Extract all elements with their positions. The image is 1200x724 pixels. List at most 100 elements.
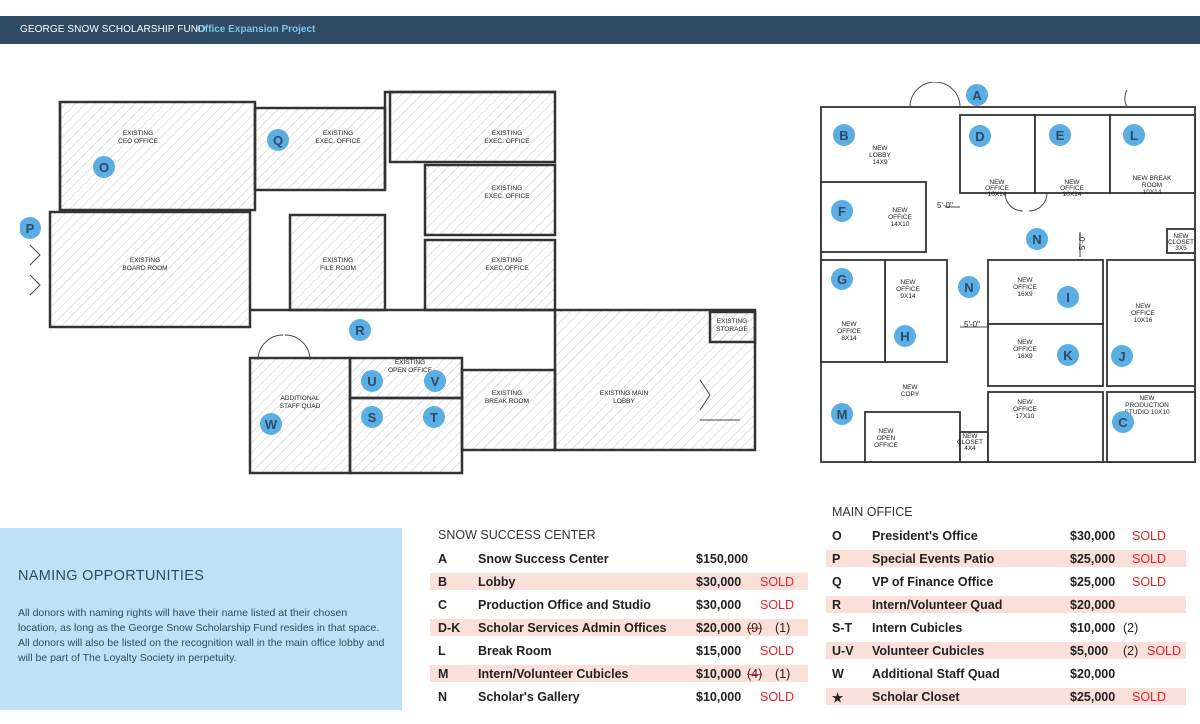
- badge-n-2[interactable]: N: [958, 276, 980, 298]
- row-price: $10,000: [696, 667, 742, 681]
- right-plan-badges[interactable]: A B D E L F N N G I H K J M C: [831, 84, 1145, 433]
- row-price: $5,000: [1070, 644, 1109, 658]
- badge-k[interactable]: K: [1057, 344, 1079, 366]
- dimension-labels: 5'-0" 5'-0" 5'-0": [937, 201, 1087, 329]
- row-code: L: [438, 644, 446, 658]
- svg-text:STORAGE: STORAGE: [716, 326, 748, 333]
- row-note: (2): [1123, 621, 1139, 635]
- badge-u[interactable]: U: [361, 370, 383, 392]
- row-price: $30,000: [696, 575, 742, 589]
- row-price: $15,000: [696, 644, 742, 658]
- badge-i[interactable]: I: [1057, 286, 1079, 308]
- row-code: R: [832, 598, 842, 612]
- svg-text:EXEC. OFFICE: EXEC. OFFICE: [484, 193, 530, 200]
- svg-text:F: F: [838, 204, 846, 219]
- svg-text:NEW: NEW: [892, 207, 908, 214]
- row-shading: [430, 619, 808, 636]
- svg-text:NEW: NEW: [1064, 179, 1080, 186]
- label-exec-office-1: EXISTING: [323, 130, 353, 137]
- badge-t[interactable]: T: [423, 406, 445, 428]
- badge-h[interactable]: H: [894, 325, 916, 347]
- badge-o[interactable]: O: [93, 156, 115, 178]
- badge-s[interactable]: S: [361, 406, 383, 428]
- room-exec-office-4: [423, 238, 557, 312]
- naming-body: All donors with naming rights will have …: [18, 607, 385, 664]
- badge-w[interactable]: W: [260, 413, 282, 435]
- svg-text:D: D: [975, 129, 984, 144]
- row-struck-count: (4): [747, 667, 763, 681]
- badge-d[interactable]: D: [969, 125, 991, 147]
- svg-text:BREAK ROOM: BREAK ROOM: [485, 398, 529, 405]
- row-shading: [826, 642, 1186, 659]
- row-note: (2): [1123, 644, 1139, 658]
- svg-text:OFFICE: OFFICE: [1013, 284, 1037, 291]
- row-shading: [430, 665, 808, 682]
- row-name: Snow Success Center: [478, 552, 609, 566]
- badge-b[interactable]: B: [833, 124, 855, 146]
- svg-text:NEW: NEW: [1017, 277, 1033, 284]
- badge-n-1[interactable]: N: [1026, 228, 1048, 250]
- label-file-room: EXISTING: [323, 257, 353, 264]
- label-exec-office-3: EXISTING: [492, 185, 522, 192]
- svg-text:K: K: [1063, 348, 1073, 363]
- svg-text:OPEN OFFICE: OPEN OFFICE: [388, 367, 433, 374]
- svg-text:14X9: 14X9: [872, 159, 888, 166]
- badge-e[interactable]: E: [1049, 124, 1071, 146]
- badge-r[interactable]: R: [349, 319, 371, 341]
- svg-text:S: S: [368, 410, 377, 425]
- badge-c[interactable]: C: [1112, 411, 1134, 433]
- badge-q[interactable]: Q: [267, 129, 289, 151]
- svg-text:14X10: 14X10: [891, 221, 910, 228]
- svg-text:A: A: [972, 88, 982, 103]
- svg-text:CEO OFFICE: CEO OFFICE: [118, 138, 158, 145]
- label-board-room: EXISTING: [130, 257, 160, 264]
- svg-text:5'-0": 5'-0": [1078, 234, 1087, 250]
- badge-f[interactable]: F: [831, 200, 853, 222]
- row-note: (1): [775, 667, 791, 681]
- svg-text:M: M: [837, 407, 848, 422]
- left-plan-room-labels: EXISTING CEO OFFICE EXISTING EXEC. OFFIC…: [118, 130, 748, 410]
- svg-text:OFFICE: OFFICE: [888, 214, 912, 221]
- svg-text:V: V: [431, 374, 440, 389]
- badge-j[interactable]: J: [1111, 345, 1133, 367]
- badge-l[interactable]: L: [1123, 124, 1145, 146]
- row-name: Intern/Volunteer Quad: [872, 598, 1003, 612]
- svg-text:ROOM: ROOM: [1142, 182, 1162, 189]
- svg-text:OFFICE: OFFICE: [874, 442, 898, 449]
- sold-badge: SOLD: [760, 598, 795, 612]
- svg-text:10X14: 10X14: [988, 191, 1007, 198]
- badge-v[interactable]: V: [424, 370, 446, 392]
- svg-text:OFFICE: OFFICE: [1060, 185, 1084, 192]
- sold-badge: SOLD: [760, 644, 795, 658]
- badge-m[interactable]: M: [831, 403, 853, 425]
- svg-text:NEW: NEW: [878, 428, 894, 435]
- project-name: Office Expansion Project: [197, 24, 316, 35]
- svg-text:EXEC.OFFICE: EXEC.OFFICE: [485, 265, 529, 272]
- svg-text:N: N: [1032, 232, 1041, 247]
- badge-a[interactable]: A: [966, 84, 988, 106]
- svg-text:N: N: [964, 280, 973, 295]
- room-exec-office-3: [423, 163, 557, 237]
- main-table-title: MAIN OFFICE: [832, 505, 913, 519]
- sold-badge: SOLD: [760, 575, 795, 589]
- row-shading: [826, 596, 1186, 613]
- svg-text:CLOSET: CLOSET: [957, 439, 983, 446]
- row-name: Intern Cubicles: [872, 621, 963, 635]
- svg-text:PRODUCTION: PRODUCTION: [1125, 402, 1169, 409]
- svg-text:NEW: NEW: [1173, 233, 1189, 240]
- svg-text:EXEC. OFFICE: EXEC. OFFICE: [315, 138, 361, 145]
- badge-p[interactable]: P: [20, 217, 41, 239]
- left-plan-badges[interactable]: O Q P R U V W S T: [20, 129, 446, 435]
- badge-g[interactable]: G: [831, 268, 853, 290]
- svg-text:NEW: NEW: [962, 433, 978, 440]
- room-office-17x10: [987, 391, 1104, 463]
- svg-text:NEW: NEW: [841, 321, 857, 328]
- row-price: $10,000: [1070, 621, 1116, 635]
- row-name: Break Room: [478, 644, 552, 658]
- svg-text:OFFICE: OFFICE: [837, 328, 861, 335]
- row-code: W: [832, 667, 844, 681]
